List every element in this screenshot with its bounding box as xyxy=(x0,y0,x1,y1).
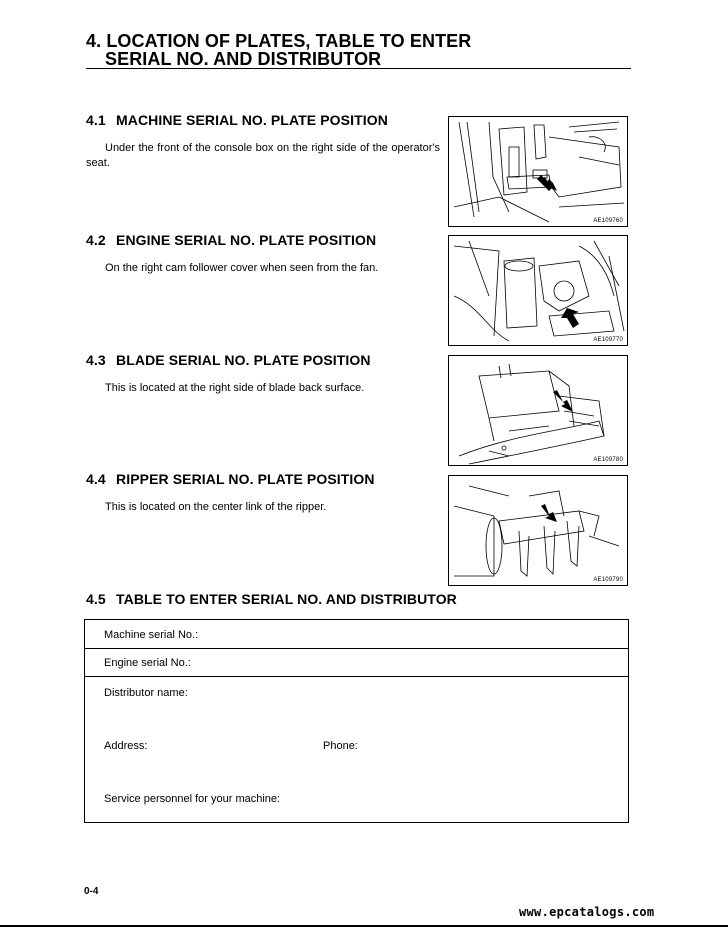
page-title-line2: SERIAL NO. AND DISTRIBUTOR xyxy=(105,49,382,69)
figure-blade-plate: AE109780 xyxy=(448,355,628,466)
figure-code-4-4: AE109790 xyxy=(593,577,623,583)
machine-serial-row: Machine serial No.: xyxy=(85,620,628,649)
engine-serial-row: Engine serial No.: xyxy=(85,648,628,677)
address-label: Address: xyxy=(104,740,148,752)
title-divider xyxy=(86,68,631,69)
section-text-4-3: This is located at the right side of bla… xyxy=(105,382,365,394)
figure-code-4-1: AE109760 xyxy=(593,218,623,224)
engine-plate-illustration xyxy=(453,240,625,342)
figure-ripper-plate: AE109790 xyxy=(448,475,628,586)
bottom-border xyxy=(0,925,728,927)
service-personnel-label: Service personnel for your machine: xyxy=(104,793,281,805)
figure-code-4-3: AE109780 xyxy=(593,457,623,463)
phone-label: Phone: xyxy=(323,740,358,752)
figure-engine-plate: AE109770 xyxy=(448,235,628,346)
distributor-name-label: Distributor name: xyxy=(104,687,188,699)
section-text-4-2: On the right cam follower cover when see… xyxy=(105,262,379,274)
page-title-line1: 4. LOCATION OF PLATES, TABLE TO ENTER xyxy=(86,31,472,51)
figure-machine-plate: AE109760 xyxy=(448,116,628,227)
serial-distributor-table: Machine serial No.: Engine serial No.: D… xyxy=(84,619,629,823)
figure-code-4-2: AE109770 xyxy=(593,337,623,343)
page-number: 0-4 xyxy=(84,886,99,897)
section-text-4-4: This is located on the center link of th… xyxy=(105,501,327,513)
page-title: 4. LOCATION OF PLATES, TABLE TO ENTER SE… xyxy=(86,32,471,68)
engine-serial-label: Engine serial No.: xyxy=(104,657,191,669)
machine-plate-illustration xyxy=(453,121,625,223)
watermark: www.epcatalogs.com xyxy=(519,905,655,919)
ripper-plate-illustration xyxy=(453,485,620,577)
blade-plate-illustration xyxy=(458,363,605,465)
section-text-4-1: Under the front of the console box on th… xyxy=(86,142,440,169)
machine-serial-label: Machine serial No.: xyxy=(104,629,199,641)
